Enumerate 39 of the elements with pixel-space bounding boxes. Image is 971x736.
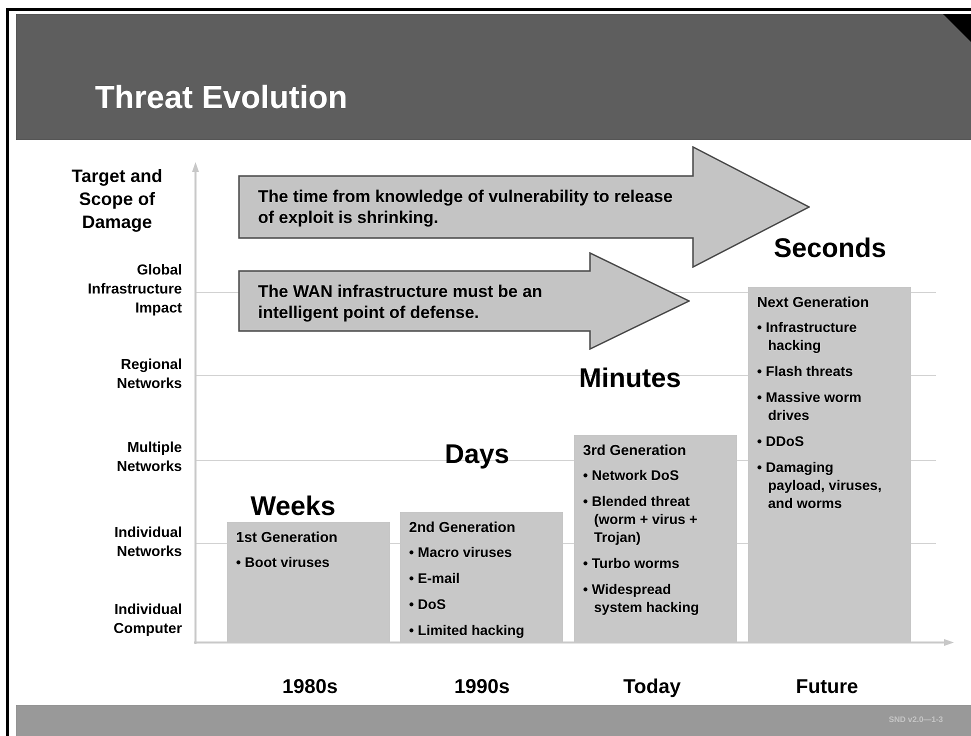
era-label: 1980s — [281, 675, 339, 699]
era-label: Today — [622, 675, 682, 699]
generation-heading: 3rd Generation — [583, 442, 688, 460]
generation-bar — [748, 287, 911, 642]
era-label: 1990s — [453, 675, 511, 699]
threat-item: • Boot viruses — [236, 553, 331, 571]
threat-item: • Widespread system hacking — [583, 580, 700, 616]
generation-heading: 1st Generation — [236, 529, 339, 547]
threat-item: • Infrastructure hacking — [757, 318, 858, 354]
generation-heading: 2nd Generation — [409, 519, 516, 537]
speed-label: Minutes — [578, 362, 682, 394]
arrow-text: The WAN infrastructure must be an intelligent point of defense. — [258, 281, 544, 323]
speed-label: Weeks — [249, 490, 337, 522]
axis-tick-label: Regional Networks — [116, 356, 182, 394]
threat-item: • E-mail — [409, 569, 461, 587]
threat-item: • Flash threats — [757, 362, 854, 380]
threat-item: • Macro viruses — [409, 543, 513, 561]
generation-heading: Next Generation — [757, 294, 870, 312]
threat-item: • Turbo worms — [583, 554, 680, 572]
slide-title: Threat Evolution — [95, 78, 348, 116]
arrow-text: The time from knowledge of vulnerability to release of exploit is shrinking. — [258, 186, 674, 228]
axis-tick-label: Individual Computer — [112, 601, 182, 639]
generation-bar — [227, 522, 390, 642]
speed-label: Seconds — [772, 232, 888, 264]
speed-label: Days — [444, 438, 510, 470]
generation-bar — [400, 512, 563, 642]
axis-title: Target and Scope of Damage — [70, 165, 164, 234]
era-label: Future — [794, 675, 860, 699]
threat-item: • Damaging payload, viruses, and worms — [757, 458, 883, 512]
generation-bar — [574, 435, 737, 642]
threat-item: • DoS — [409, 595, 447, 613]
threat-item: • Massive worm drives — [757, 388, 863, 424]
axis-tick-label: Global Infrastructure Impact — [86, 262, 182, 318]
threat-item: • Blended threat (worm + virus + Trojan) — [583, 492, 698, 546]
threat-item: • DDoS — [757, 432, 805, 450]
threat-item: • Limited hacking — [409, 621, 526, 639]
threat-item: • Network DoS — [583, 466, 680, 484]
axis-tick-label: Individual Networks — [113, 524, 182, 562]
axis-tick-label: Multiple Networks — [116, 439, 182, 477]
